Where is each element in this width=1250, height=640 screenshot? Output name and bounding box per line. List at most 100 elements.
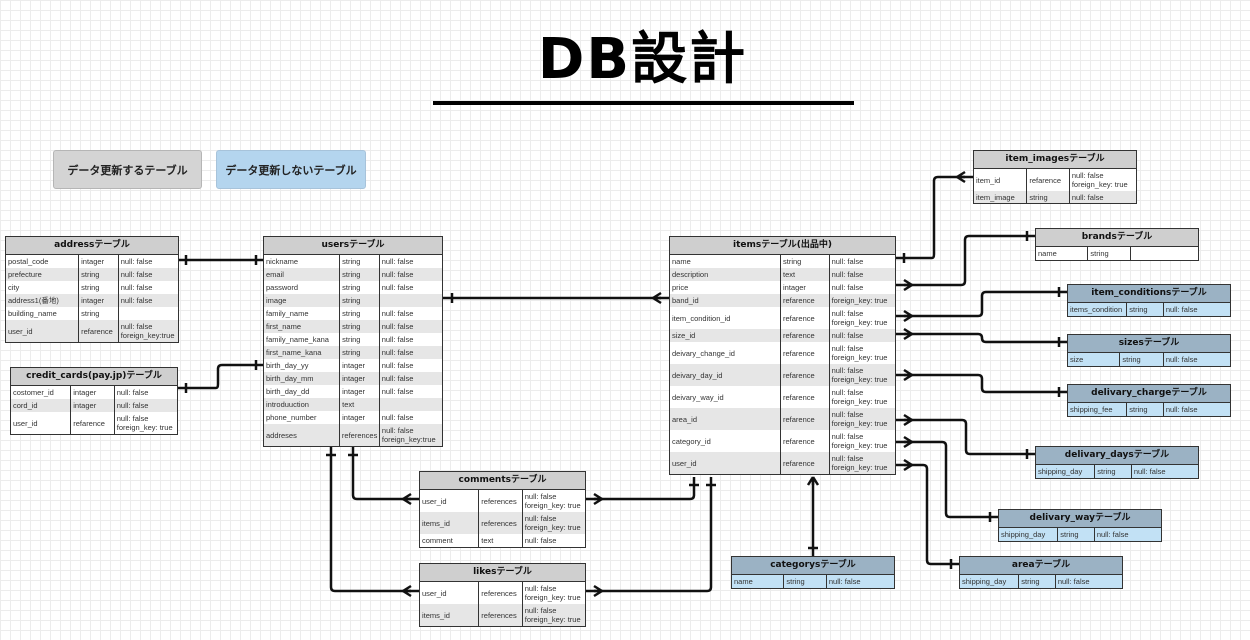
column-type: references <box>340 424 380 446</box>
relation-users-comments <box>351 447 419 501</box>
column-constraint: null: false <box>120 296 153 305</box>
many-marker <box>652 291 662 305</box>
column-name: category_id <box>670 430 781 452</box>
column-name: nickname <box>264 255 341 268</box>
column-type: string <box>340 255 380 268</box>
column-type: refarence <box>1027 169 1070 191</box>
many-marker <box>903 278 913 292</box>
column-type: intager <box>79 255 119 268</box>
column-type: refarence <box>781 386 830 408</box>
column-constraint <box>1131 247 1198 260</box>
column-name: name <box>732 575 785 588</box>
legend-no-update-table[interactable]: データ更新しないテーブル <box>216 150 366 189</box>
column-type: references <box>479 582 523 604</box>
relation-items-item-images <box>896 175 973 260</box>
table-title: areaテーブル <box>960 557 1122 575</box>
column-type: refarence <box>781 294 830 307</box>
column-name: postal_code <box>6 255 80 268</box>
column-constraint: null: false <box>1133 467 1166 476</box>
column-constraint: null: false <box>381 335 414 344</box>
column-name: costomer_id <box>11 386 72 399</box>
relation-users-likes <box>329 447 419 593</box>
column-constraint <box>380 294 442 307</box>
column-name: user_id <box>11 412 72 434</box>
column-type: refarence <box>781 452 830 474</box>
column-type: string <box>79 307 119 320</box>
column-type: string <box>1027 191 1070 203</box>
table-title: commentsテーブル <box>420 472 585 490</box>
column-constraint: null: false <box>381 374 414 383</box>
table-title: delivary_chargeテーブル <box>1068 385 1230 403</box>
column-name: size <box>1068 353 1121 366</box>
relation-area-items <box>896 463 959 566</box>
column-name: shipping_day <box>960 575 1020 588</box>
column-constraint: null: false foreign_key:true <box>120 322 175 340</box>
column-type: string <box>1127 303 1164 316</box>
column-type: string <box>79 281 119 294</box>
column-type: string <box>1058 528 1095 541</box>
column-type: string <box>1127 403 1164 416</box>
column-type: string <box>1019 575 1056 588</box>
column-constraint <box>119 307 178 320</box>
column-name: deivary_day_id <box>670 364 781 386</box>
many-marker <box>956 170 966 184</box>
column-name: deivary_change_id <box>670 342 781 364</box>
column-name: price <box>670 281 781 294</box>
column-constraint: null: false <box>828 577 861 586</box>
column-constraint: null: false <box>831 331 864 340</box>
column-constraint: null: false <box>1057 577 1090 586</box>
column-constraint: null: false foreign_key: true <box>524 514 581 532</box>
column-type: string <box>340 307 380 320</box>
column-type: intager <box>340 372 380 385</box>
column-name: birth_day_mm <box>264 372 341 385</box>
column-type: intager <box>781 281 830 294</box>
table-title: categorysテーブル <box>732 557 894 575</box>
legend-update-table[interactable]: データ更新するテーブル <box>53 150 202 189</box>
column-constraint: null: false <box>1096 530 1129 539</box>
column-type: text <box>479 534 523 547</box>
column-constraint: null: false <box>381 322 414 331</box>
column-constraint: null: false <box>116 401 149 410</box>
column-type: text <box>340 398 380 411</box>
column-type: string <box>1095 465 1132 478</box>
column-name: addreses <box>264 424 340 446</box>
column-type: refarence <box>71 412 115 434</box>
table-title: usersテーブル <box>264 237 442 255</box>
column-type: string <box>784 575 827 588</box>
column-type: string <box>1088 247 1131 260</box>
column-type: string <box>340 346 380 359</box>
column-constraint: null: false foreign_key: true <box>116 414 173 432</box>
many-marker <box>903 413 913 427</box>
column-name: items_condition <box>1068 303 1128 316</box>
table-title: delivary_wayテーブル <box>999 510 1161 528</box>
column-type: refarence <box>781 430 830 452</box>
many-marker <box>402 584 412 598</box>
column-constraint: null: false foreign_key: true <box>831 366 888 384</box>
